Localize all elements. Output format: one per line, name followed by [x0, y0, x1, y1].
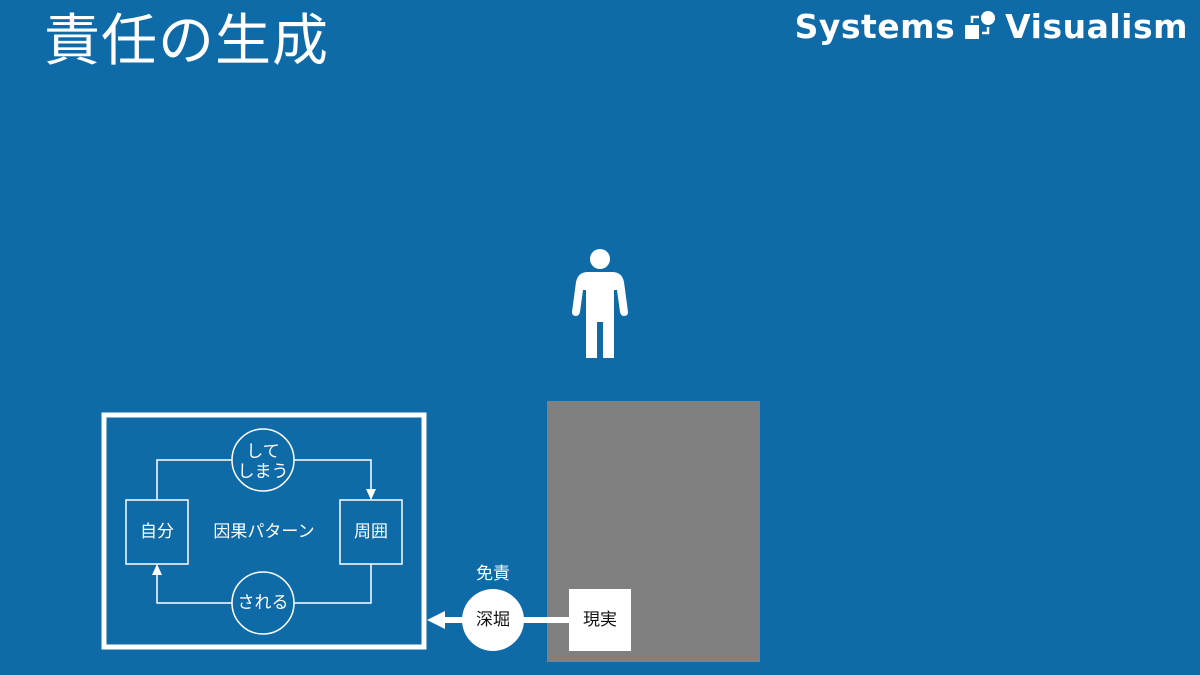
- arrowhead-to-left-node: [152, 564, 162, 575]
- dig-node-circle: [462, 589, 524, 651]
- reality-box: [569, 589, 631, 651]
- self-node-label: 自分: [140, 522, 174, 542]
- is-done-link-label: される: [237, 593, 289, 613]
- brand-word-systems: Systems: [794, 6, 956, 46]
- is-done-link-circle: [231, 571, 295, 635]
- exemption-label: 免責: [476, 564, 510, 584]
- does-link-label-line1: して: [246, 442, 280, 462]
- causal-pattern-label: 因果パターン: [213, 522, 315, 542]
- self-node-box: [125, 499, 189, 565]
- person-icon: [572, 249, 628, 358]
- brand-logo: Systems Visualism: [795, 6, 1188, 46]
- loop-connectors: [156, 459, 372, 604]
- surroundings-node-label: 周囲: [354, 522, 388, 542]
- arrowhead-to-frame: [427, 611, 445, 629]
- brand-mark-icon: [965, 11, 996, 39]
- dig-node-label: 深堀: [476, 610, 510, 630]
- surroundings-node-box: [339, 499, 403, 565]
- does-link-circle: [231, 428, 295, 492]
- reality-box-label: 現実: [583, 610, 617, 630]
- causal-pattern-frame: [101, 412, 427, 650]
- arrowhead-to-right-node: [366, 489, 376, 500]
- brand-word-visualism: Visualism: [1005, 6, 1188, 46]
- does-link-label-line2: しまう: [237, 462, 289, 482]
- page-title: 責任の生成: [44, 9, 329, 74]
